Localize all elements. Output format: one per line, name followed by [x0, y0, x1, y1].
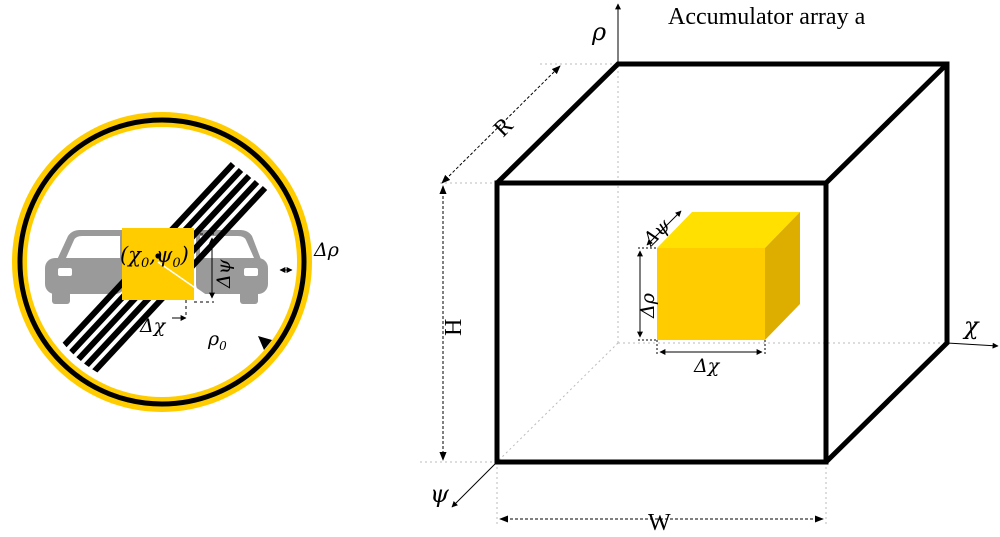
rho-zero-label: ρ0 — [207, 328, 227, 353]
sign-delta-psi-label: Δψ — [213, 258, 235, 289]
cell-side-face — [765, 212, 800, 340]
hidden-edges — [496, 66, 947, 463]
h-dimension-label: H — [441, 319, 467, 336]
accumulator-title: Accumulator array a — [668, 4, 866, 30]
cell-top-face — [657, 212, 800, 248]
accumulator-cell — [657, 212, 800, 340]
r-dimension-arrow — [441, 65, 561, 184]
rho-radius-line — [157, 261, 271, 341]
r-dimension-label: R — [489, 113, 519, 143]
dimension-extension-lines — [420, 63, 827, 525]
cell-center-point — [155, 253, 161, 259]
chi-axis-label: χ — [962, 312, 980, 340]
psi-axis — [451, 461, 498, 508]
sign-delta-rho-label: Δρ — [313, 239, 340, 261]
cell-delta-psi-arrow — [646, 210, 682, 246]
w-dimension-label: W — [648, 510, 671, 536]
rho-axis-label: ρ — [591, 18, 606, 46]
traffic-sign: (χ0,ψ0) Δψ Δχ Δρ ρ0 — [12, 112, 340, 412]
cell-front-face — [657, 248, 765, 340]
cell-delta-rho-label: Δρ — [637, 292, 659, 319]
sign-delta-chi-label: Δχ — [139, 315, 167, 337]
cell-guides — [638, 247, 766, 356]
sign-black-ring — [17, 117, 307, 407]
accumulator-cube — [494, 61, 950, 465]
sign-cell-square — [122, 228, 194, 300]
rho-arrowhead-icon — [258, 336, 272, 350]
psi-axis-label: ψ — [430, 480, 450, 508]
cell-delta-chi-label: Δχ — [693, 355, 721, 377]
chi-axis — [946, 342, 999, 349]
